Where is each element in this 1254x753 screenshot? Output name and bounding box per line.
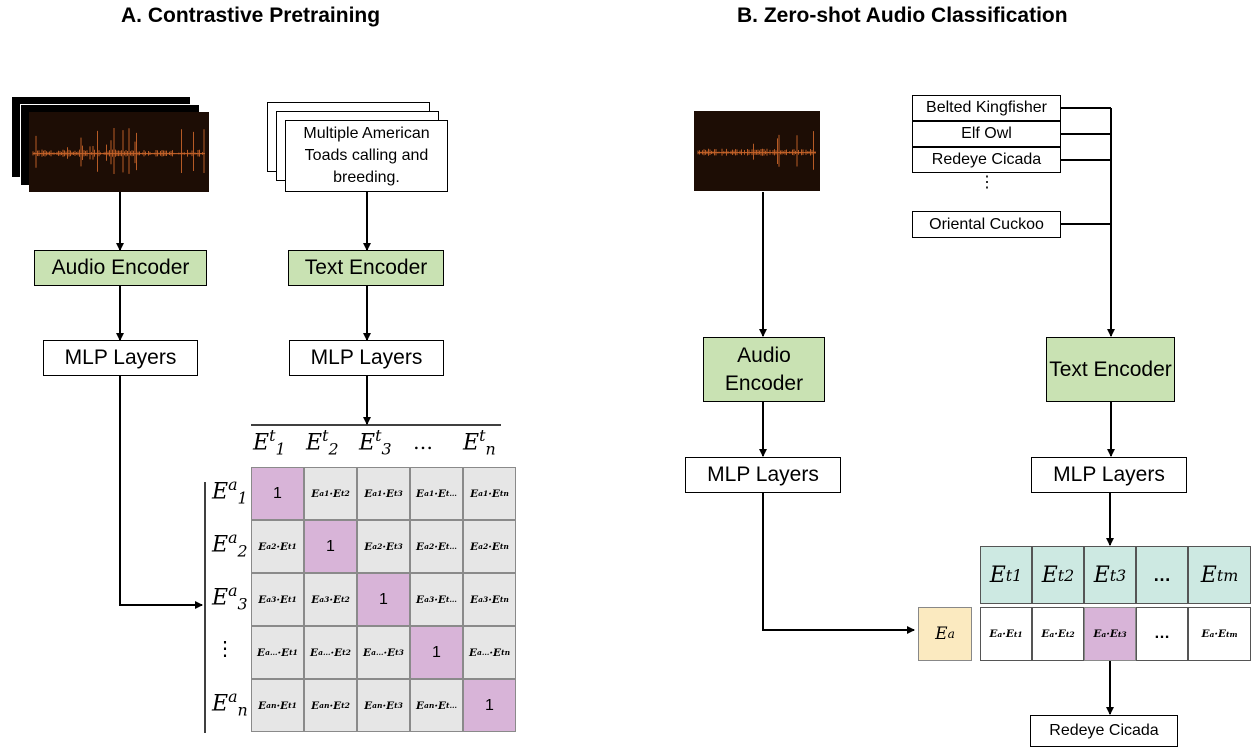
class-label-belted-kingfisher: Belted Kingfisher: [912, 95, 1061, 121]
matrix-cell-diagonal: 1: [410, 626, 463, 679]
audio-encoder-a: Audio Encoder: [34, 250, 207, 286]
class-label-redeye-cicada: Redeye Cicada: [912, 147, 1061, 173]
column-header-e-t-3: Et3: [359, 426, 392, 459]
class-label-oriental-cuckoo: Oriental Cuckoo: [912, 211, 1061, 238]
mlp-layers-text-a: MLP Layers: [289, 340, 444, 376]
row-header-e-a-2: Ea2: [212, 528, 248, 561]
column-header-ellipsis: …: [413, 430, 433, 454]
row-header-ellipsis: ⋮: [215, 636, 235, 660]
panel-a-title: A. Contrastive Pretraining: [121, 4, 381, 27]
column-header-e-t-1: Et1: [253, 426, 286, 459]
mlp-layers-audio-b: MLP Layers: [685, 457, 841, 493]
matrix-cell-diagonal: 1: [463, 679, 516, 732]
waveform-icon: [697, 131, 816, 170]
mlp-layers-audio-a: MLP Layers: [43, 340, 198, 376]
matrix-cell-diagonal: 1: [357, 573, 410, 626]
text-encoder-a: Text Encoder: [288, 250, 444, 286]
column-header-e-t-n: Etn: [463, 426, 496, 459]
audio-caption-text: Multiple American Toads calling and bree…: [285, 120, 448, 192]
audio-encoder-b: Audio Encoder: [703, 337, 825, 402]
audio-embedding-superscript: a: [947, 627, 955, 641]
text-embedding-ellipsis: …: [1136, 546, 1188, 604]
panel-b-title: B. Zero-shot Audio Classification: [737, 4, 1068, 27]
row-header-e-a-1: Ea1: [212, 475, 248, 508]
spectrogram-image-a: [29, 112, 209, 192]
spectrogram-image-b: [694, 111, 820, 191]
matrix-cell-diagonal: 1: [304, 520, 357, 573]
class-label-elf-owl: Elf Owl: [912, 121, 1061, 147]
row-header-e-a-n: Ean: [212, 687, 248, 720]
score-cell-ellipsis: …: [1136, 607, 1188, 661]
row-header-e-a-3: Ea3: [212, 581, 248, 614]
text-encoder-b: Text Encoder: [1046, 337, 1175, 402]
matrix-cell-diagonal: 1: [251, 467, 304, 520]
column-header-e-t-2: Et2: [306, 426, 339, 459]
class-label-ellipsis: ⋮: [979, 174, 995, 191]
predicted-label: Redeye Cicada: [1030, 715, 1178, 747]
waveform-icon: [32, 128, 205, 175]
mlp-layers-text-b: MLP Layers: [1031, 457, 1187, 493]
